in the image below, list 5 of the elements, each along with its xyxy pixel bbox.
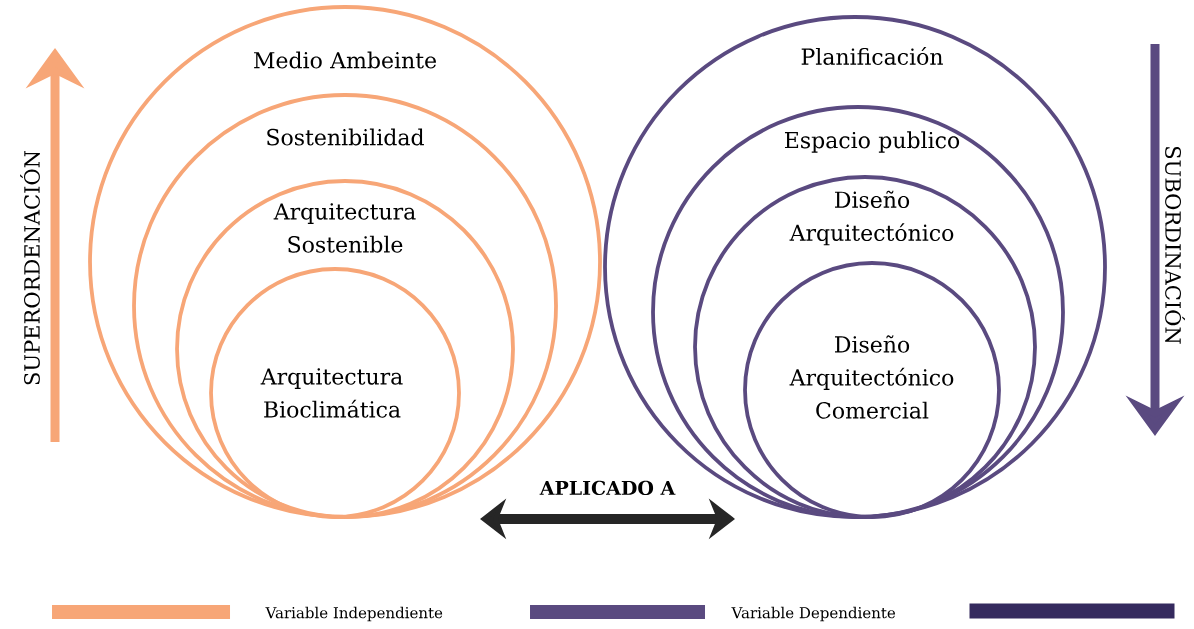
axis-label: SUBORDINACIÓN xyxy=(1165,146,1185,344)
axis-label: SUPERORDENACIÓN xyxy=(20,150,40,385)
legend-text: Variable Independiente xyxy=(265,606,443,622)
legend-text: Variable Dependiente xyxy=(731,606,896,622)
legend-bar xyxy=(969,603,1175,619)
